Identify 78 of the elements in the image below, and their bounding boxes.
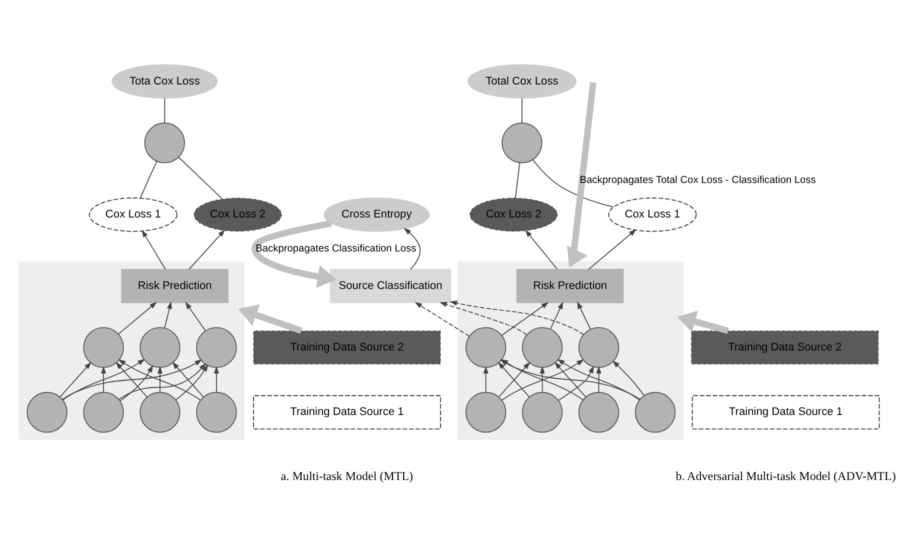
arrow: [120, 364, 154, 402]
arrow: [558, 366, 594, 401]
edge-label: Backpropagates Total Cox Loss - Classification Loss: [580, 175, 816, 186]
connector: [521, 98, 522, 124]
node-ellipse: Total Cox Loss: [467, 64, 577, 98]
node-box: Training Data Source 2: [253, 330, 441, 365]
node-circle: [140, 392, 180, 433]
arrow: [554, 362, 586, 398]
arrow: [567, 82, 596, 268]
arrow: [483, 366, 488, 393]
node-circle: [465, 392, 506, 433]
node-ellipse: Tota Cox Loss: [112, 64, 218, 98]
edge-label: Backpropagates Classification Loss: [256, 244, 416, 255]
node-circle: [522, 392, 563, 433]
connector: [140, 160, 158, 198]
node-box: Training Data Source 1: [692, 395, 880, 430]
arrow: [501, 302, 549, 336]
node-box: Risk Prediction: [516, 268, 624, 304]
arrow: [677, 310, 729, 334]
arrow: [142, 230, 166, 270]
arrow: [116, 362, 148, 398]
connector: [178, 156, 223, 200]
arrow: [118, 363, 206, 400]
arrow: [214, 366, 220, 393]
arrow: [577, 301, 591, 330]
arrow: [439, 302, 528, 336]
arrow: [540, 366, 545, 393]
node-circle: [465, 327, 506, 368]
cluster: [458, 261, 684, 440]
node-ellipse: Cox Loss 1: [608, 198, 697, 232]
cluster: [18, 261, 245, 440]
arrow: [164, 301, 172, 328]
node-ellipse: Cross Entropy: [324, 198, 430, 232]
arrow: [450, 300, 584, 336]
node-ellipse: Cox Loss 2: [469, 198, 558, 232]
arrow: [62, 359, 202, 400]
connector: [532, 159, 614, 208]
arrow: [118, 302, 157, 334]
arrow: [414, 302, 470, 337]
node-circle: [634, 392, 676, 433]
connector: [164, 98, 166, 124]
arrow: [252, 220, 336, 288]
node-circle: [83, 327, 124, 368]
arrow: [596, 366, 602, 393]
arrow: [612, 360, 645, 396]
arrow: [100, 366, 106, 393]
arrow: [60, 362, 92, 398]
connector: [515, 162, 520, 198]
node-circle: [140, 327, 180, 368]
node-box: Risk Prediction: [121, 268, 228, 304]
node-circle: [196, 327, 237, 368]
node-circle: [196, 392, 237, 433]
arrow: [118, 359, 201, 401]
arrow: [175, 364, 208, 400]
arrow: [238, 304, 302, 334]
arrow: [550, 302, 564, 330]
node-ellipse: Cox Loss 1: [88, 198, 178, 232]
arrow: [404, 228, 421, 270]
arrow: [172, 362, 204, 398]
arrow: [157, 366, 163, 393]
label: b. Adversarial Multi-task Model (ADV-MTL): [676, 468, 896, 483]
arrow: [588, 229, 636, 270]
node-circle: [502, 122, 542, 164]
node-box: Source Classification: [330, 268, 452, 304]
node-circle: [522, 327, 563, 368]
label: a. Multi-task Model (MTL): [280, 468, 414, 483]
node-circle: [144, 122, 185, 164]
arrow: [185, 302, 206, 332]
arrow: [557, 359, 640, 400]
node-box: Training Data Source 1: [253, 395, 441, 430]
arrow: [188, 230, 226, 270]
node-box: Training Data Source 2: [690, 330, 879, 365]
node-ellipse: Cox Loss 2: [194, 198, 282, 232]
arrow: [62, 359, 146, 400]
node-circle: [83, 392, 124, 433]
node-circle: [26, 392, 68, 433]
node-circle: [578, 392, 620, 433]
arrow: [525, 230, 558, 270]
